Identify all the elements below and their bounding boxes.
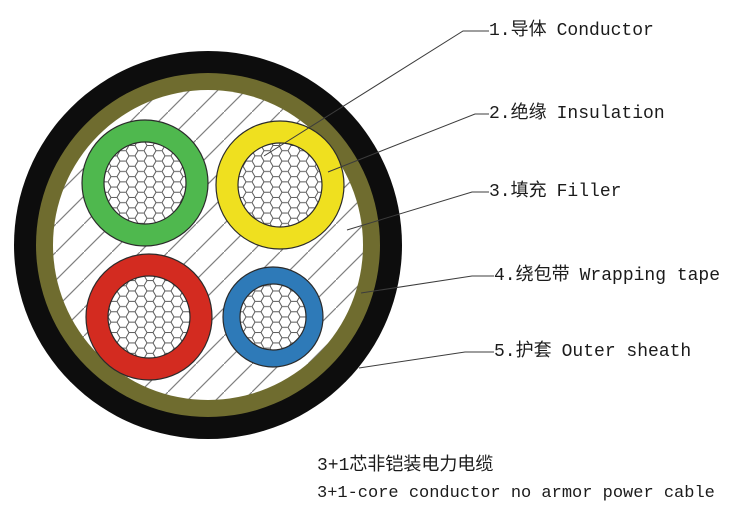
caption-en: 3+1-core conductor no armor power cable [317, 484, 715, 503]
leader-line-insulation [327, 113, 489, 173]
label-outer-sheath-zh: 护套 [515, 342, 552, 362]
leader-line-conductor [263, 30, 489, 157]
label-filler: 3.填充 Filler [489, 182, 621, 202]
label-insulation-num: 2. [489, 104, 511, 124]
core-yellow [215, 120, 345, 250]
label-conductor-zh: 导体 [510, 21, 547, 41]
core-red-conductor [107, 275, 191, 359]
label-wrapping-tape-num: 4. [494, 266, 516, 286]
core-red [85, 253, 213, 381]
label-filler-num: 3. [489, 182, 511, 202]
leader-line-outer-sheath [358, 351, 494, 369]
label-filler-zh: 填充 [510, 182, 547, 202]
label-outer-sheath-en: Outer sheath [561, 342, 692, 362]
leader-line-filler [346, 191, 489, 231]
label-wrapping-tape-zh: 绕包带 [515, 266, 570, 286]
label-conductor-en: Conductor [556, 21, 654, 41]
core-green [81, 119, 209, 247]
label-insulation: 2.绝缘 Insulation [489, 104, 665, 124]
core-green-conductor [103, 141, 187, 225]
leader-line-wrapping-tape [360, 275, 494, 294]
label-insulation-zh: 绝缘 [510, 104, 547, 124]
label-filler-en: Filler [556, 182, 622, 202]
label-conductor-num: 1. [489, 21, 511, 41]
core-blue [222, 266, 324, 368]
caption-zh: 3+1芯非铠装电力电缆 [317, 456, 494, 476]
core-blue-conductor [239, 283, 307, 351]
label-conductor: 1.导体 Conductor [489, 21, 654, 41]
label-insulation-en: Insulation [556, 104, 665, 124]
label-outer-sheath: 5.护套 Outer sheath [494, 342, 691, 362]
label-outer-sheath-num: 5. [494, 342, 516, 362]
caption: 3+1芯非铠装电力电缆 3+1-core conductor no armor … [317, 452, 715, 508]
core-yellow-conductor [237, 142, 323, 228]
label-wrapping-tape: 4.绕包带 Wrapping tape [494, 266, 720, 286]
label-wrapping-tape-en: Wrapping tape [579, 266, 721, 286]
